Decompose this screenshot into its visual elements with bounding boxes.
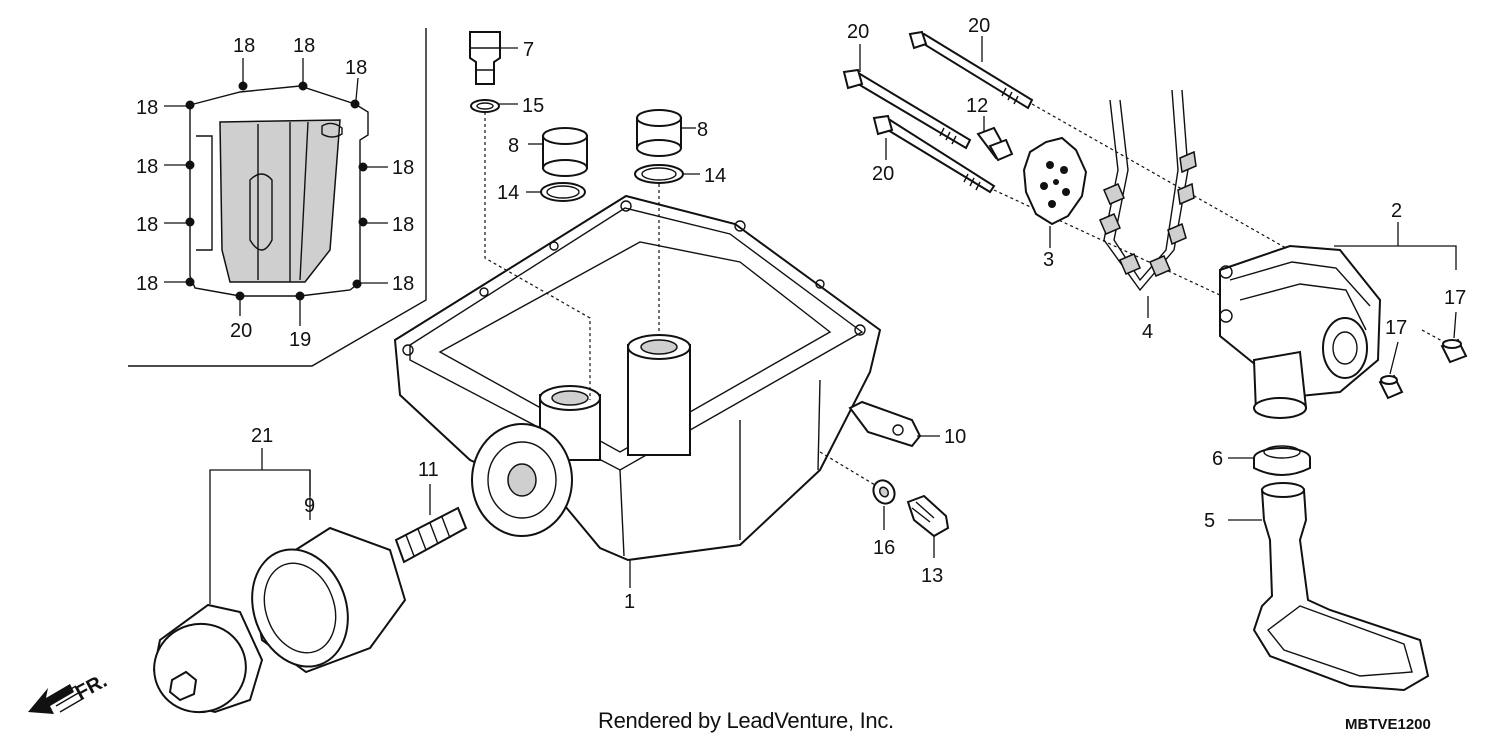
callout-16: 16 [873, 537, 895, 559]
callout-1: 1 [624, 591, 635, 613]
callout-18: 18 [136, 97, 158, 119]
callout-18: 18 [136, 214, 158, 236]
callout-18: 18 [392, 214, 414, 236]
callout-6: 6 [1212, 448, 1223, 470]
gasket-inset [128, 28, 427, 367]
callout-9: 9 [304, 495, 315, 517]
callout-18: 18 [345, 57, 367, 79]
diagram-code: MBTVE1200 [1345, 716, 1431, 733]
callout-3: 3 [1043, 249, 1054, 271]
part-3-sprocket [1022, 136, 1088, 248]
callout-20: 20 [847, 21, 869, 43]
callout-20: 20 [872, 163, 894, 185]
callout-18: 18 [136, 273, 158, 295]
oil-pan [393, 194, 882, 588]
callout-10: 10 [944, 426, 966, 448]
callout-labels: 18 18 18 18 18 18 18 18 18 18 20 19 7 15… [136, 15, 1466, 613]
callout-18: 18 [392, 157, 414, 179]
callout-18: 18 [233, 35, 255, 57]
render-credit: Rendered by LeadVenture, Inc. [598, 708, 894, 733]
callout-18: 18 [136, 156, 158, 178]
callout-5: 5 [1204, 510, 1215, 532]
part-4-drive-chain [1099, 89, 1197, 318]
callout-20: 20 [968, 15, 990, 37]
part-8-collars-and-part-14-o-rings [526, 109, 700, 335]
front-direction-marker: FR. [28, 670, 111, 714]
callout-11: 11 [418, 459, 439, 481]
callout-15: 15 [522, 95, 544, 117]
oil-filter [152, 448, 407, 714]
callout-18: 18 [392, 273, 414, 295]
part-6-o-ring-part-5-strainer [1228, 445, 1430, 692]
callout-8: 8 [508, 135, 519, 157]
part-11-stud [394, 484, 468, 564]
callout-13: 13 [921, 565, 943, 587]
callout-8: 8 [697, 119, 708, 141]
callout-12: 12 [966, 95, 988, 117]
callout-19: 19 [289, 329, 311, 351]
callout-17: 17 [1385, 317, 1407, 339]
front-marker-label: FR. [72, 670, 111, 705]
callout-20: 20 [230, 320, 252, 342]
part-2-oil-pump [1219, 222, 1468, 419]
callout-17: 17 [1444, 287, 1466, 309]
callout-4: 4 [1142, 321, 1153, 343]
callout-21: 21 [251, 425, 273, 447]
callout-14: 14 [497, 182, 519, 204]
part-7-oil-jet [469, 31, 591, 400]
part-10-16-13 [819, 400, 950, 558]
callout-14: 14 [704, 165, 726, 187]
callout-18: 18 [293, 35, 315, 57]
callout-2: 2 [1391, 200, 1402, 222]
oil-pump-bolts [842, 30, 1301, 303]
callout-7: 7 [523, 39, 534, 61]
